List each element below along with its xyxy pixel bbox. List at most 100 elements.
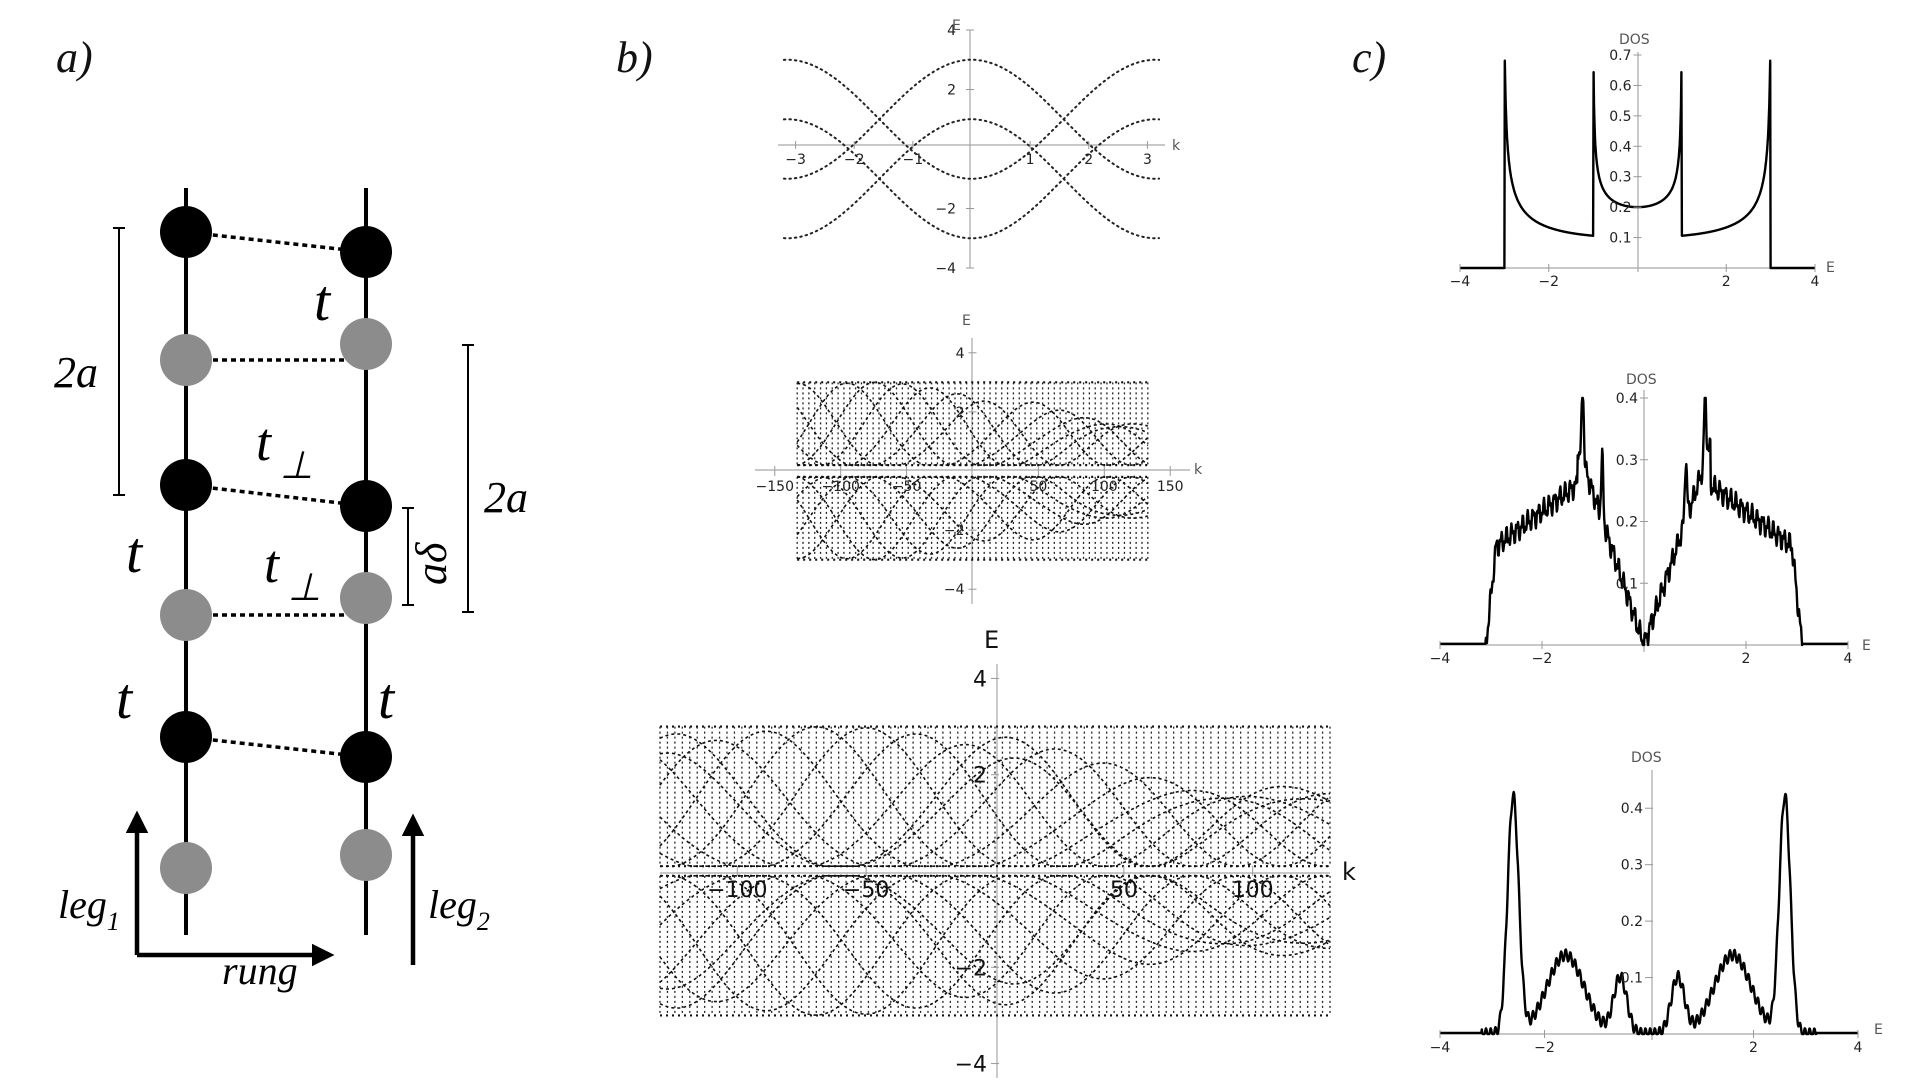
- b1-xtick-label: 1: [1026, 152, 1035, 168]
- c1-xtick-label: −2: [1538, 274, 1559, 290]
- c2-ytick-label: 0.1: [1616, 576, 1638, 592]
- site-gray-1: [160, 334, 212, 386]
- site-gray-2: [340, 318, 392, 370]
- b2-xtick-label: 50: [1029, 479, 1047, 495]
- c3-dos-curve: [1439, 790, 1859, 1036]
- label-t-perp-2: t: [264, 534, 281, 594]
- b2-branch: [796, 476, 1149, 555]
- label-leg2: leg2: [428, 882, 490, 936]
- b1-ytick-label: 2: [947, 83, 956, 99]
- rung-link-1: [185, 230, 367, 254]
- b3-branch: [659, 733, 1331, 867]
- c3-x-axis-name: E: [1874, 1022, 1883, 1038]
- site-gray-5: [160, 842, 212, 894]
- c1-ytick-label: 0.7: [1609, 48, 1631, 64]
- b2-branch: [797, 476, 1149, 561]
- a-delta-bracket: [402, 507, 414, 606]
- c2-xtick-label: −2: [1532, 651, 1553, 667]
- c2-xtick-label: 2: [1742, 651, 1751, 667]
- b1-ytick-label: 4: [947, 23, 956, 39]
- b2-branch: [796, 393, 1149, 466]
- rung-link-5: [185, 735, 367, 759]
- ladder-diagram: 2a 2a aδ t t t t t ⊥ t ⊥ leg1 leg2 rung: [54, 188, 528, 993]
- b2-xtick-label: −100: [821, 479, 859, 495]
- b2-branch: [796, 476, 1149, 560]
- b3-branch: [659, 875, 1331, 1006]
- b1-ytick-label: −2: [935, 202, 956, 218]
- c3-xtick-label: 4: [1854, 1040, 1863, 1056]
- c3-ytick-label: 0.2: [1621, 914, 1643, 930]
- b2-ytick-label: −4: [944, 582, 965, 598]
- c2-ytick-label: 0.4: [1616, 391, 1638, 407]
- b3-xtick-label: −50: [843, 878, 889, 903]
- b2-branch: [797, 382, 1148, 466]
- site-black-6: [340, 731, 392, 783]
- b3-branch: [659, 733, 1331, 867]
- c3-y-axis-name: DOS: [1631, 750, 1662, 766]
- b2-ytick-label: 2: [956, 405, 965, 421]
- b2-ytick-label: 4: [956, 346, 965, 362]
- b3-branch: [659, 875, 1331, 1009]
- site-gray-6: [340, 829, 392, 881]
- c2-dos-curve: [1439, 396, 1849, 647]
- b3-branch: [659, 739, 1331, 867]
- b1-ytick-label: −4: [935, 261, 956, 277]
- label-t-right-low: t: [378, 666, 396, 731]
- label-t-perp-1: t: [256, 412, 273, 472]
- b2-xtick-label: −50: [892, 479, 922, 495]
- c3-xtick-label: 2: [1749, 1040, 1758, 1056]
- b3-xtick-label: 100: [1232, 878, 1274, 903]
- site-gray-4: [340, 572, 392, 624]
- b2-branch: [797, 381, 1149, 466]
- c3-ytick-label: 0.4: [1621, 801, 1643, 817]
- b1-xtick-label: −3: [785, 152, 806, 168]
- b1-y-axis-name: E: [952, 18, 961, 34]
- b3-branch: [659, 743, 1331, 867]
- b1-dispersion-curves: [782, 58, 1161, 240]
- b2-ytick-label: −2: [944, 523, 965, 539]
- b3-x-axis-name: k: [1342, 858, 1356, 886]
- b1-xtick-label: −2: [844, 152, 865, 168]
- panel-label-b: b): [616, 33, 653, 82]
- b2-y-axis-name: E: [962, 313, 971, 329]
- c1-ytick-label: 0.6: [1609, 78, 1631, 94]
- two-a-right-bracket: [462, 344, 474, 613]
- b2-xtick-label: −150: [756, 479, 794, 495]
- c3-xtick-label: −4: [1430, 1040, 1451, 1056]
- panel-label-a: a): [56, 33, 93, 82]
- c1-y-axis-name: DOS: [1619, 32, 1650, 48]
- c2-xtick-label: −4: [1430, 651, 1451, 667]
- black-sites: [160, 206, 392, 783]
- b1-series-4: [782, 58, 1161, 180]
- b1-series-3: [782, 118, 1161, 240]
- b2-branch: [796, 387, 1149, 466]
- b3-branch: [660, 726, 1331, 867]
- b3-ytick-label: −2: [955, 956, 987, 981]
- b3-y-axis-name: E: [984, 626, 999, 654]
- b3-ytick-label: −4: [955, 1053, 987, 1078]
- label-rung: rung: [222, 948, 298, 993]
- label-leg1: leg1: [58, 882, 120, 936]
- perp-symbol-1: ⊥: [280, 445, 313, 487]
- c1-xtick-label: −4: [1450, 274, 1471, 290]
- b2-branch: [796, 476, 1149, 549]
- c2-xtick-label: 4: [1844, 651, 1853, 667]
- b1-xtick-label: −1: [903, 152, 924, 168]
- b3-branch: [660, 875, 1331, 1016]
- b3-branch: [659, 726, 1331, 867]
- b1-xtick-label: 2: [1084, 152, 1093, 168]
- b1-series-1: [782, 118, 1161, 240]
- rung-link-3: [185, 483, 367, 508]
- b3-branch: [659, 736, 1331, 867]
- c1-ytick-label: 0.5: [1609, 109, 1631, 125]
- c2-y-axis-name: DOS: [1626, 372, 1657, 388]
- c3-ytick-label: 0.3: [1621, 858, 1643, 874]
- c1-ytick-label: 0.1: [1609, 231, 1631, 247]
